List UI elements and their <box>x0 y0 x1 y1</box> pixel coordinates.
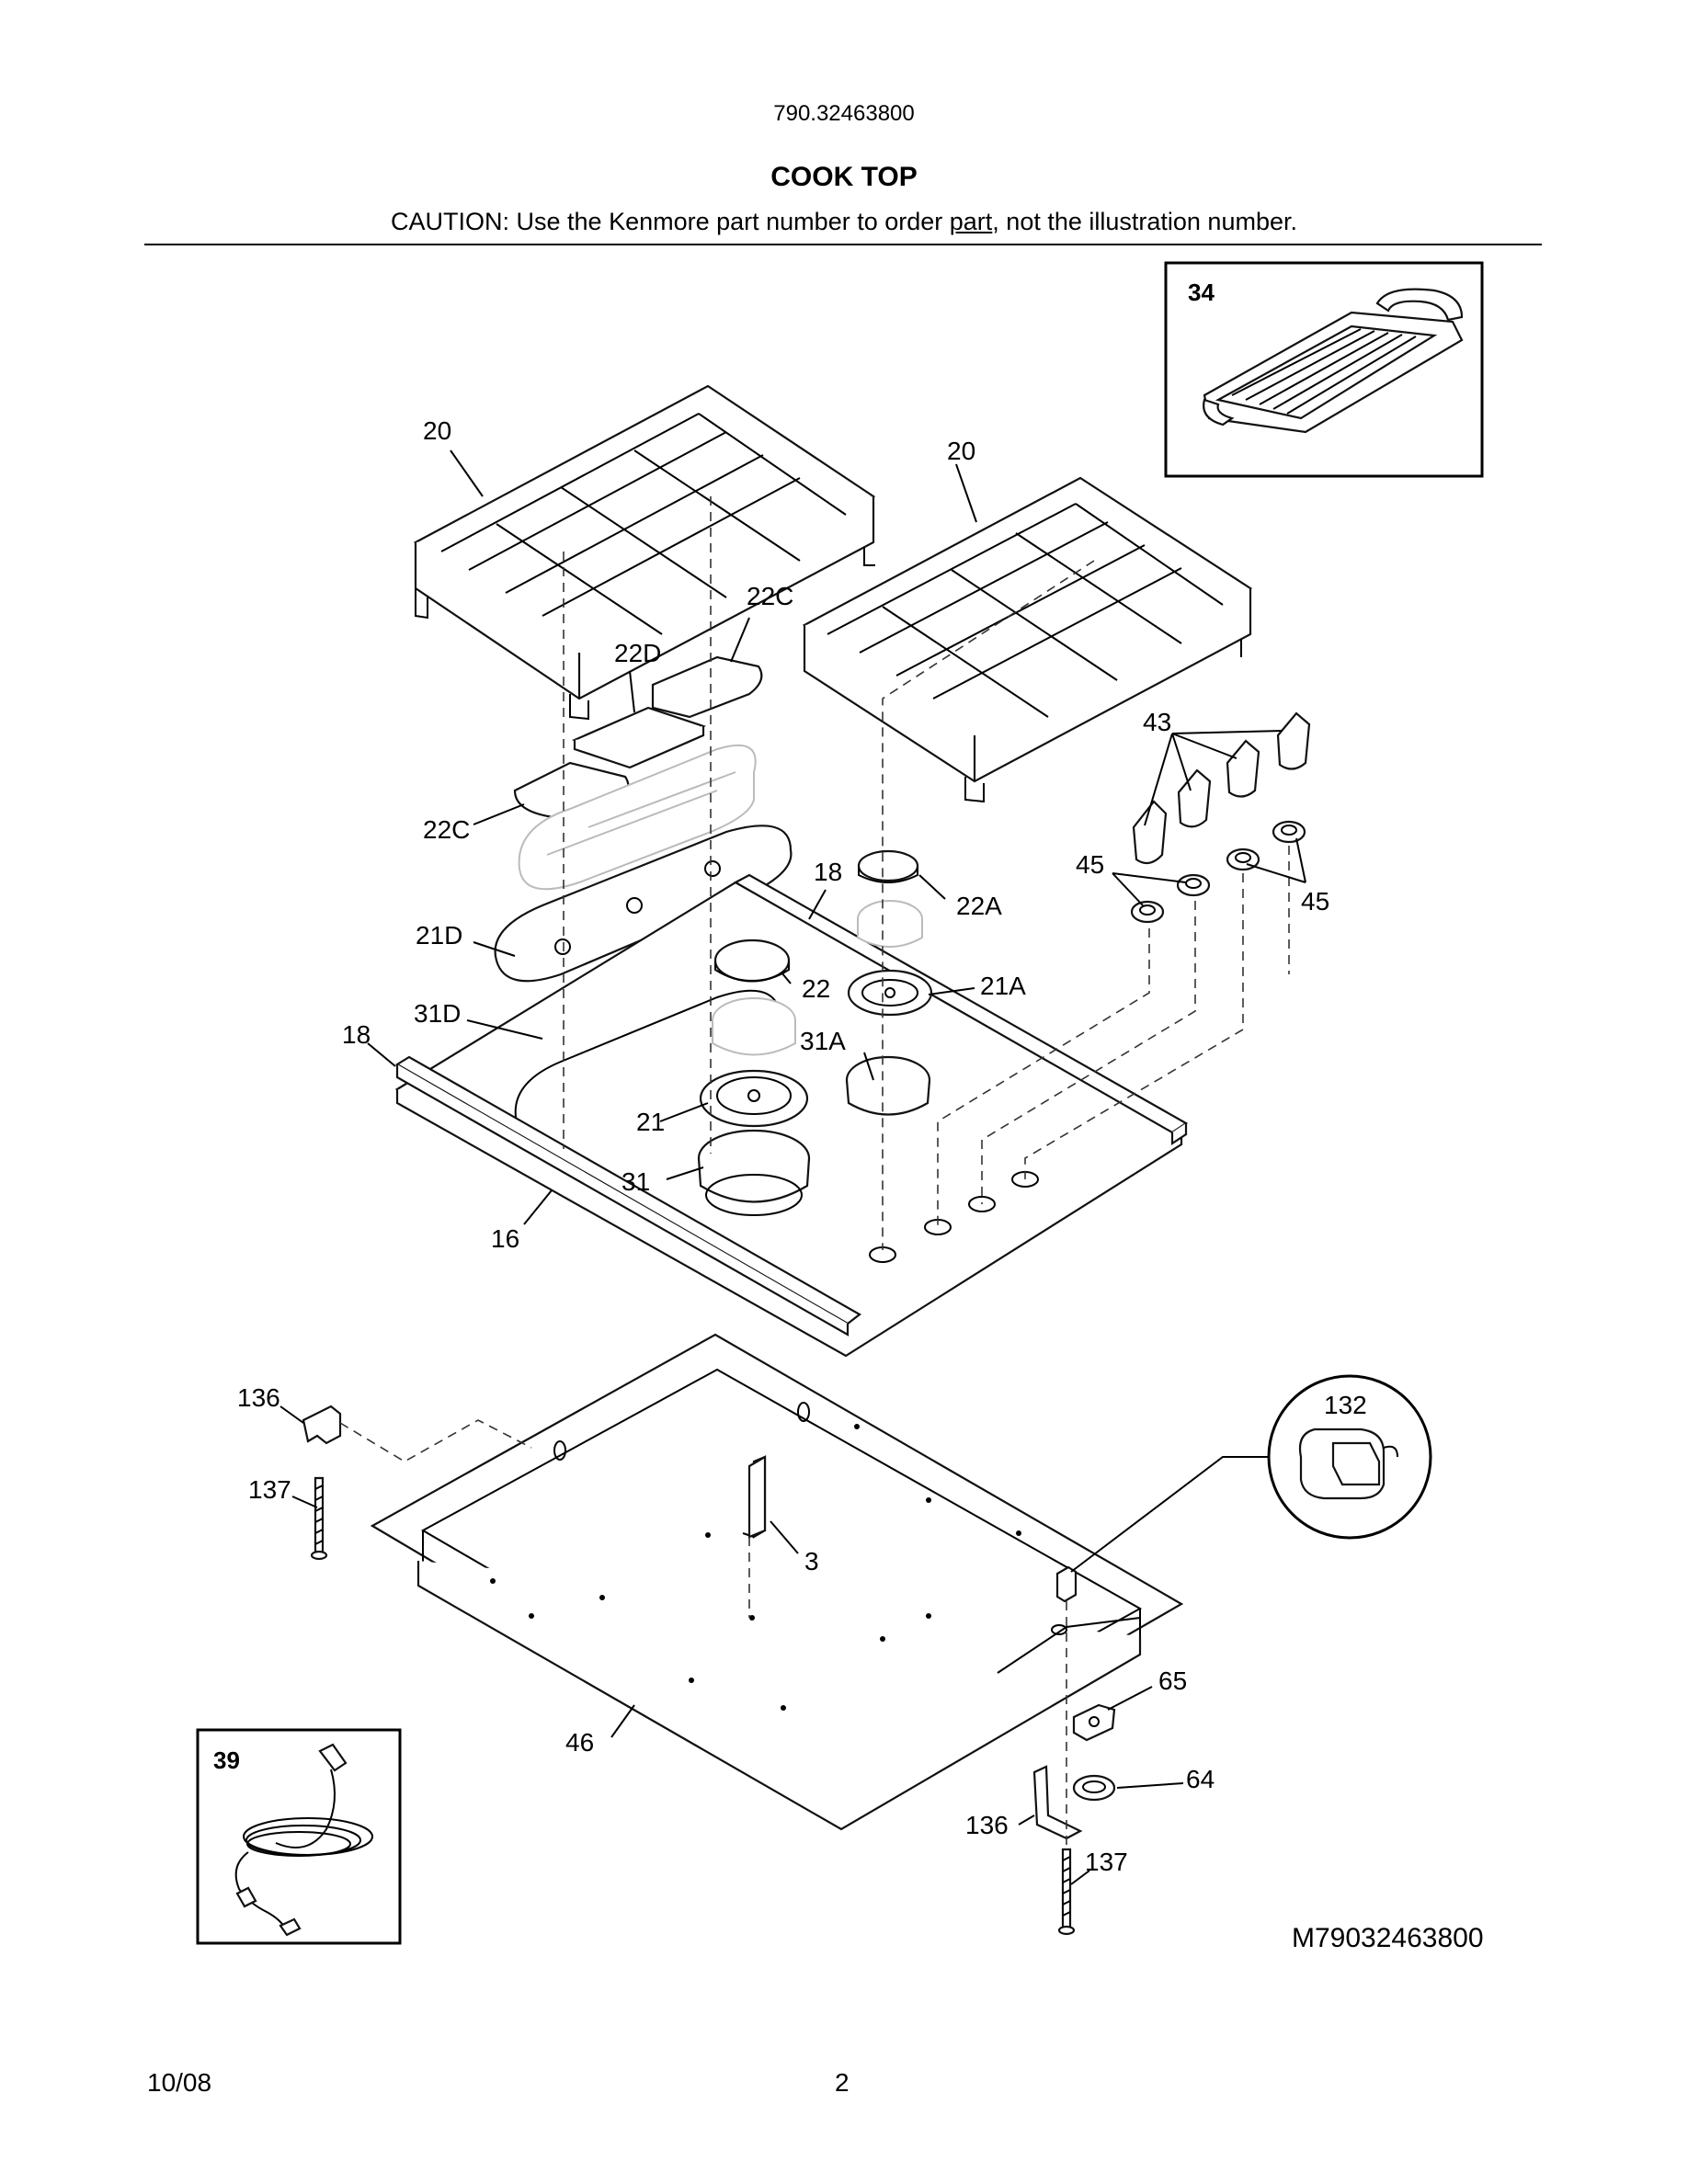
control-knob-43-icons <box>1132 711 1311 865</box>
callout-22d: 22D <box>614 639 661 667</box>
mounting-bracket-136-bottom-icon <box>1032 1765 1083 1840</box>
assembly-dashed-lines-upper <box>563 496 1290 1250</box>
griddle-icon <box>1203 288 1464 434</box>
revision-date: 10/08 <box>147 2068 212 2097</box>
callout-21: 21 <box>636 1108 665 1136</box>
callout-46: 46 <box>565 1728 594 1757</box>
callout-136-top: 136 <box>237 1383 280 1412</box>
callout-16: 16 <box>491 1224 519 1253</box>
igniter-module-icon <box>1298 1428 1398 1500</box>
callout-21d: 21D <box>416 921 462 950</box>
callout-45-right: 45 <box>1301 887 1329 916</box>
callout-64: 64 <box>1186 1765 1215 1793</box>
callout-132: 132 <box>1324 1391 1367 1419</box>
power-cord-inset: 39 <box>196 1728 402 1945</box>
callout-65: 65 <box>1158 1666 1187 1695</box>
callout-labels: 20 20 22C 22D 22C 18 22A 21D 22 21A 31D … <box>237 416 1367 1876</box>
callout-21a: 21A <box>980 972 1026 1000</box>
cooktop-bottom-pan-46-icon <box>370 1333 1184 1831</box>
grommet-64-icon <box>1072 1774 1116 1802</box>
griddle-inset-number: 34 <box>1188 279 1215 306</box>
callout-22c-left: 22C <box>423 815 470 844</box>
gasket-31-icon <box>697 1129 811 1216</box>
callout-137-top: 137 <box>248 1475 291 1504</box>
power-cord-inset-number: 39 <box>213 1746 240 1774</box>
callout-31d: 31D <box>414 999 461 1028</box>
burner-cover-22d-icon <box>571 706 707 769</box>
caution-prefix: CAUTION: Use the Kenmore part number to … <box>391 208 950 235</box>
oval-burner-base-icon <box>518 745 757 891</box>
burner-cap-22-icon <box>713 938 791 983</box>
knob-bezel-45-icons <box>1130 820 1306 924</box>
callout-136-bottom: 136 <box>965 1811 1009 1839</box>
mounting-bracket-136-top-icon <box>302 1405 342 1445</box>
assembly-dashed-lines-lower <box>339 1419 1067 1849</box>
trim-strip-18-left-icon <box>394 1055 861 1337</box>
mounting-screw-137-bottom-icon <box>1057 1848 1076 1936</box>
right-burner-grate-icon <box>802 476 1253 803</box>
section-title: COOK TOP <box>770 162 918 192</box>
header-divider <box>144 244 1542 245</box>
callout-20-left: 20 <box>423 416 451 445</box>
pan-bracket-3-icon <box>747 1455 767 1539</box>
callout-3: 3 <box>804 1547 819 1575</box>
caution-notice: CAUTION: Use the Kenmore part number to … <box>0 208 1688 236</box>
oval-burner-head-21d-icon <box>494 825 793 983</box>
model-number: 790.32463800 <box>773 101 915 126</box>
callout-31a: 31A <box>800 1027 846 1055</box>
griddle-inset: 34 <box>1164 261 1484 478</box>
burner-ring-21a-light-icon <box>857 900 923 948</box>
drawing-number: M79032463800 <box>1292 1923 1484 1953</box>
callout-22: 22 <box>802 974 830 1003</box>
callout-22c-top: 22C <box>747 582 793 610</box>
callout-31: 31 <box>622 1167 650 1196</box>
burner-ring-21-light-icon <box>712 997 796 1056</box>
igniter-module-small-icon <box>1055 1565 1078 1603</box>
page-number: 2 <box>835 2068 850 2097</box>
burner-cap-22a-icon <box>857 849 919 883</box>
callout-22a: 22A <box>956 892 1002 920</box>
gasket-31a-icon <box>845 1055 931 1116</box>
callout-18-right: 18 <box>814 858 842 886</box>
callout-137-bottom: 137 <box>1085 1848 1128 1876</box>
callout-20-right: 20 <box>947 437 975 465</box>
callout-45-left: 45 <box>1076 850 1104 879</box>
burner-cover-22c-top-icon <box>651 655 763 719</box>
callout-18-left: 18 <box>342 1020 371 1049</box>
mounting-screw-137-top-icon <box>310 1476 328 1561</box>
left-burner-grate-icon <box>413 384 876 721</box>
power-cord-icon <box>234 1743 373 1937</box>
trim-strip-18-right-icon <box>733 873 1189 1146</box>
callout-43: 43 <box>1143 708 1171 736</box>
igniter-module-132-inset <box>1070 1374 1432 1573</box>
burner-head-21a-icon <box>847 969 933 1017</box>
caution-underlined-word: part <box>949 208 993 235</box>
leader-lines <box>279 449 1306 1885</box>
burner-head-21-icon <box>699 1069 809 1128</box>
mounting-plate-65-icon <box>1072 1703 1116 1742</box>
caution-suffix: , not the illustration number. <box>992 208 1297 235</box>
